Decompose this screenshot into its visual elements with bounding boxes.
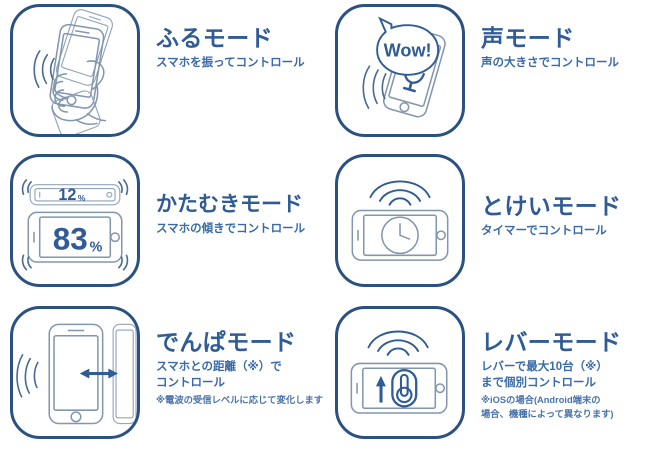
panel-denpa-mode[interactable]: でんぱモード スマホとの距離（※）で コントロール ※電波の受信レベルに応じて変…	[0, 302, 325, 453]
mode-subtitle: スマホの傾きでコントロール	[156, 222, 306, 235]
screen-value-large: 83	[53, 222, 88, 257]
panel-furu-mode[interactable]: ふるモード スマホを振ってコントロール	[0, 0, 325, 150]
panel-text-koe-mode: 声モード 声の大きさでコントロール	[465, 0, 650, 71]
mode-subtitle-line2: まで個別コントロール	[481, 376, 596, 389]
panel-lever-mode[interactable]: レバーモード レバーで最大10台（※） まで個別コントロール ※iOSの場合(A…	[325, 302, 650, 453]
phone-clock-icon	[335, 154, 465, 287]
phone-lever-slider-icon	[335, 306, 465, 439]
panel-koe-mode[interactable]: Wow! 声モード 声の大きさでコントロール	[325, 0, 650, 150]
mode-subtitle-line2: コントロール	[156, 376, 225, 389]
mode-title: ふるモード	[156, 25, 273, 51]
mode-title: とけいモード	[481, 193, 622, 219]
mode-title: レバーモード	[481, 329, 622, 355]
tilting-phone-percent-icon: 12 % 83 %	[10, 154, 140, 287]
mode-subtitle: タイマーでコントロール	[481, 224, 607, 237]
mode-note-line2: 場合、機種によって異なります)	[481, 408, 614, 419]
panel-tokei-mode[interactable]: とけいモード タイマーでコントロール	[325, 150, 650, 302]
mode-title: かたむきモード	[156, 193, 303, 216]
panel-katamuki-mode[interactable]: 12 % 83 %	[0, 150, 325, 302]
panel-text-tokei-mode: とけいモード タイマーでコントロール	[465, 150, 650, 239]
mode-subtitle: スマホとの距離（※）で	[156, 360, 282, 373]
mode-title: でんぱモード	[156, 329, 297, 355]
panel-text-furu-mode: ふるモード スマホを振ってコントロール	[140, 0, 325, 71]
screen-unit-small: %	[78, 193, 86, 203]
hand-shaking-phone-icon	[10, 4, 140, 137]
screen-value-small: 12	[58, 186, 76, 204]
panel-text-lever-mode: レバーモード レバーで最大10台（※） まで個別コントロール ※iOSの場合(A…	[465, 302, 650, 420]
panel-text-katamuki-mode: かたむきモード スマホの傾きでコントロール	[140, 150, 325, 237]
mode-subtitle: レバーで最大10台（※）	[481, 360, 608, 373]
mode-note: ※電波の受信レベルに応じて変化します	[156, 394, 324, 405]
mode-note: ※iOSの場合(Android端末の	[481, 394, 601, 405]
panel-text-denpa-mode: でんぱモード スマホとの距離（※）で コントロール ※電波の受信レベルに応じて変…	[140, 302, 325, 406]
voice-bubble-phone-icon: Wow!	[335, 4, 465, 137]
mode-subtitle: スマホを振ってコントロール	[156, 56, 305, 69]
bubble-text: Wow!	[384, 41, 432, 61]
screen-unit-large: %	[90, 240, 103, 256]
phone-distance-signal-icon	[10, 306, 140, 439]
mode-title: 声モード	[481, 25, 575, 51]
mode-subtitle: 声の大きさでコントロール	[481, 56, 619, 69]
